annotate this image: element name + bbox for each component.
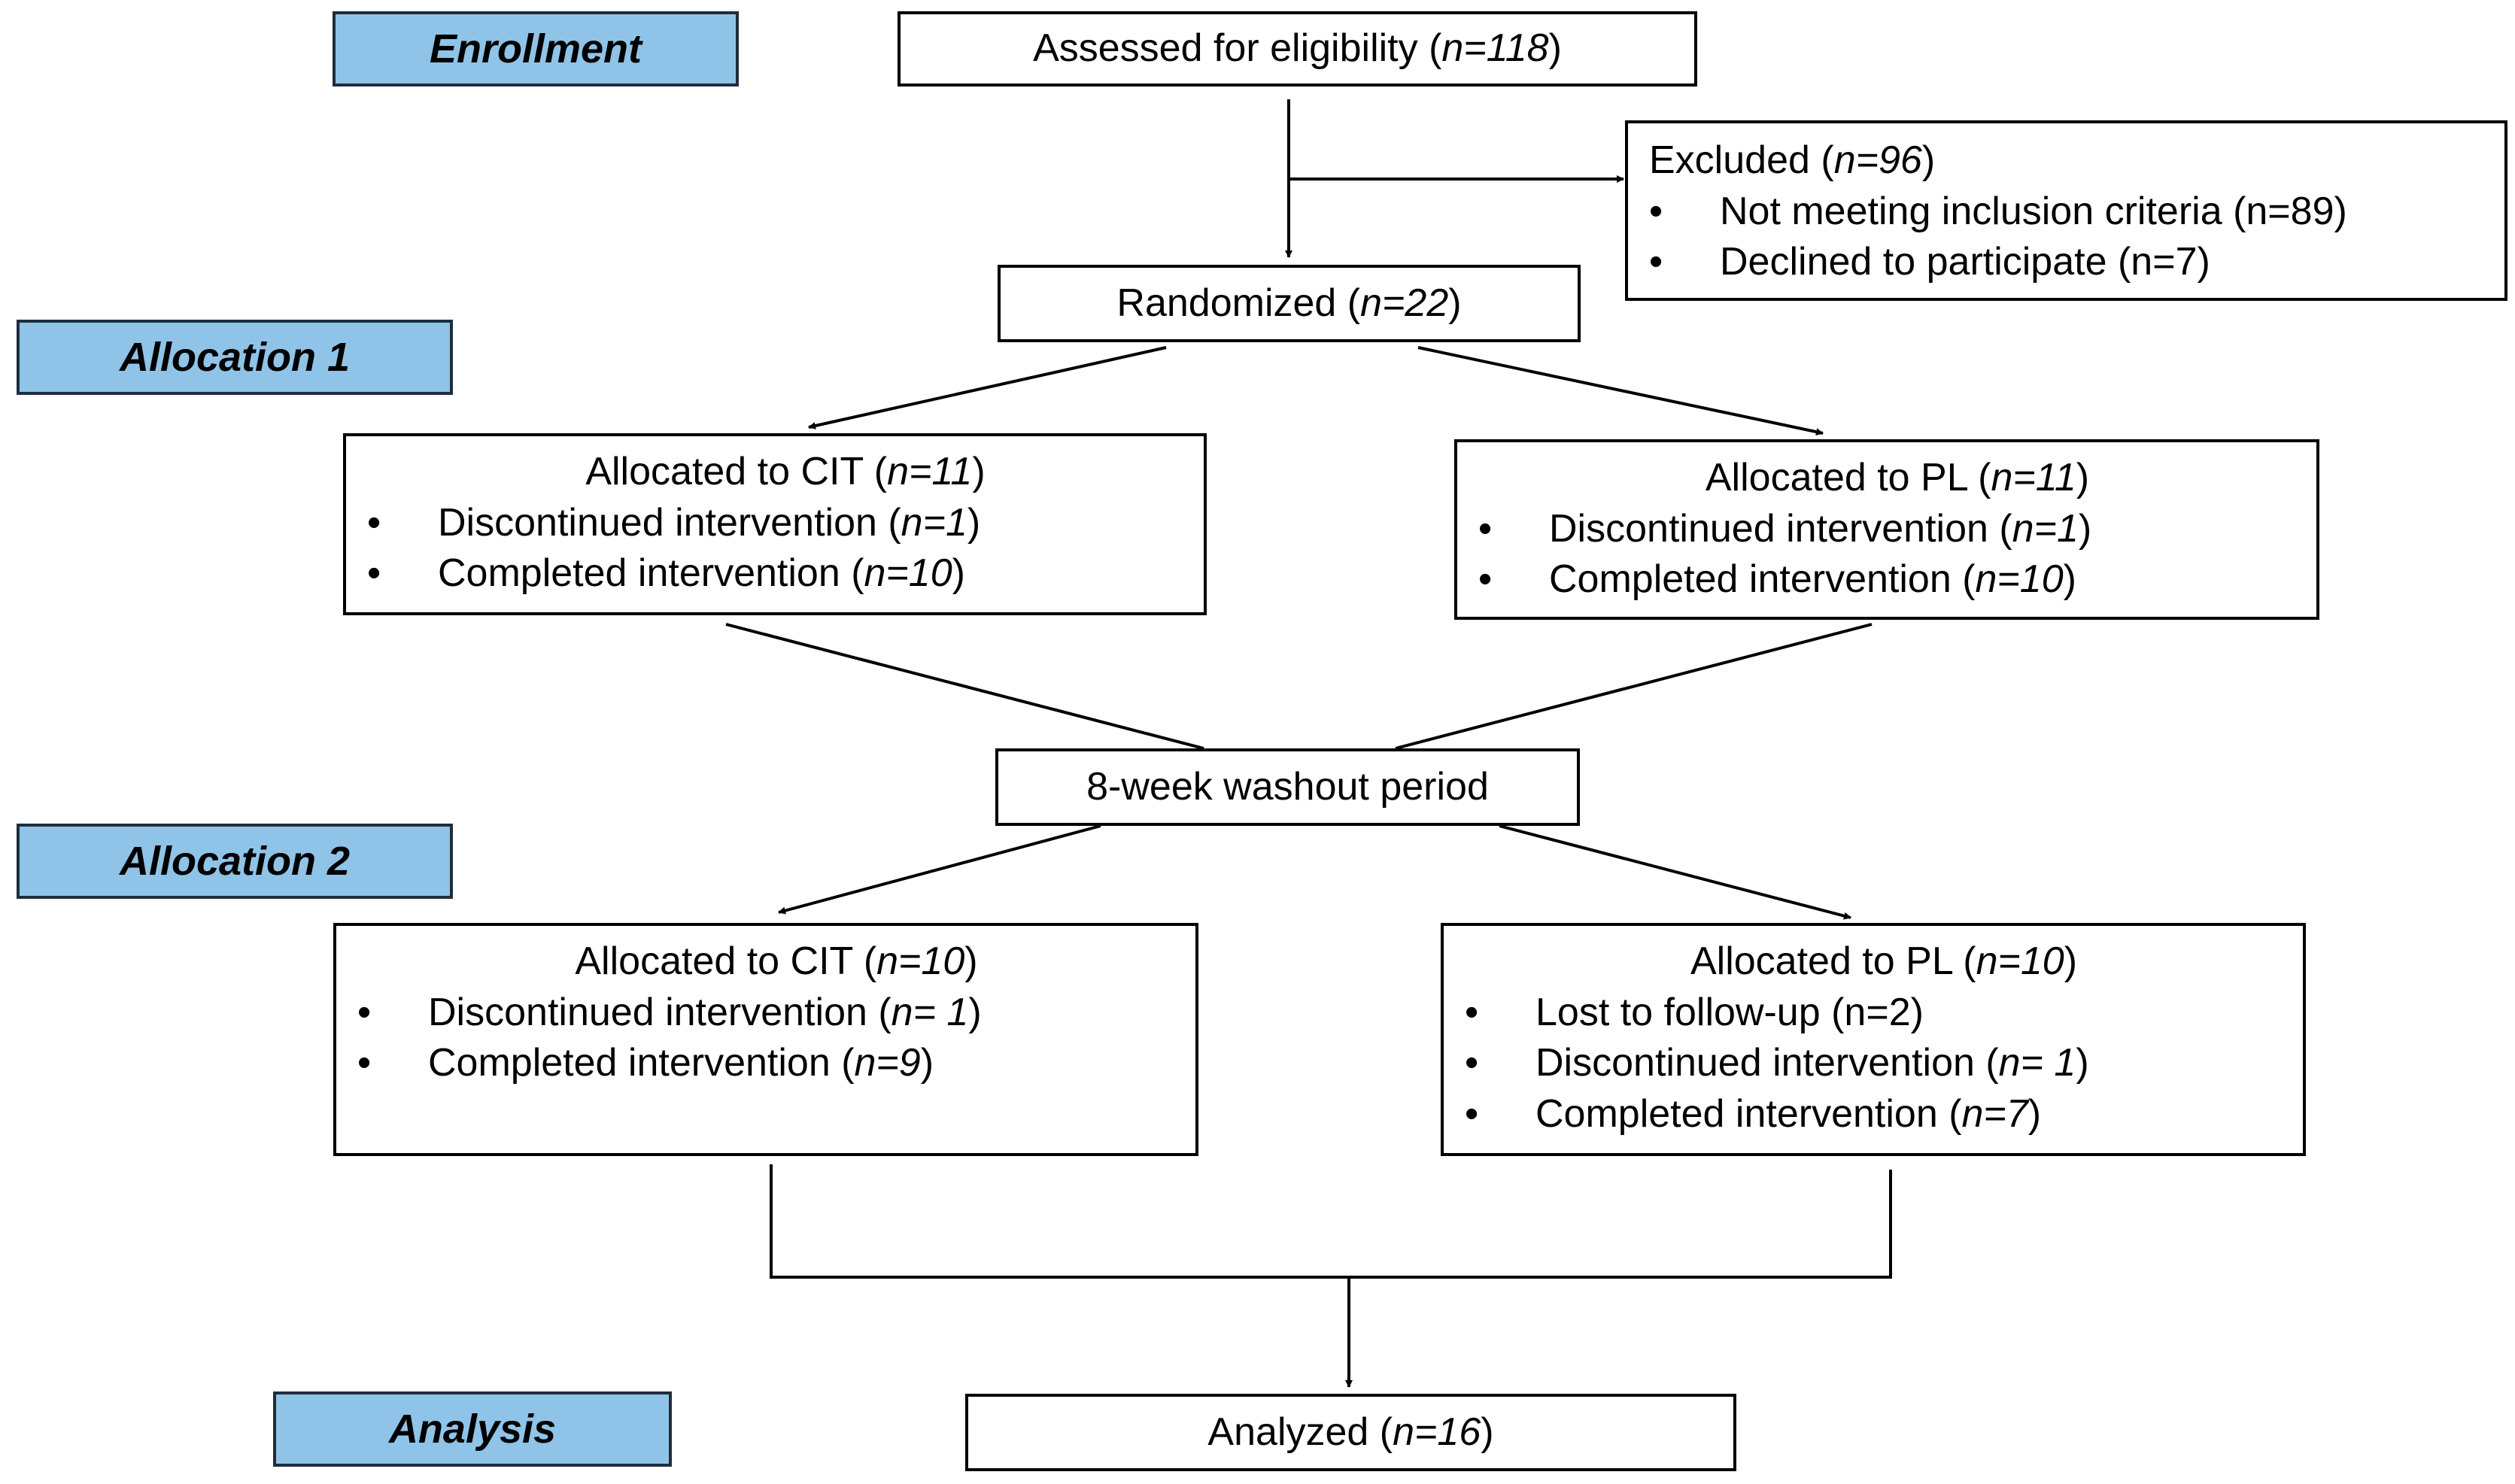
- alloc2-pl-title: Allocated to PL (n=10): [1690, 939, 2078, 983]
- excluded-item-inclusion: •Not meeting inclusion criteria (n=89): [1649, 189, 2347, 233]
- washout-text: 8-week washout period: [1086, 764, 1489, 809]
- box-randomized: Randomized (n=22): [998, 265, 1581, 342]
- alloc2-cit-completed: •Completed intervention (n=9): [357, 1041, 934, 1085]
- stage-label-allocation-1-text: Allocation 1: [119, 335, 351, 380]
- stage-label-allocation-2-text: Allocation 2: [119, 839, 351, 884]
- box-alloc2-cit: Allocated to CIT (n=10) •Discontinued in…: [333, 923, 1198, 1156]
- box-excluded: Excluded (n=96) •Not meeting inclusion c…: [1625, 120, 2507, 301]
- line-alloc1-pl-to-washout: [1395, 623, 1873, 750]
- line-alloc1-cit-to-washout: [725, 623, 1204, 750]
- arrow-randomized-to-alloc1-cit: [808, 346, 1167, 429]
- alloc1-cit-discontinued: •Discontinued intervention (n=1): [367, 500, 981, 545]
- randomized-text: Randomized (n=22): [1116, 281, 1462, 325]
- alloc2-pl-lost: •Lost to follow-up (n=2): [1465, 990, 1924, 1034]
- analyzed-text: Analyzed (n=16): [1207, 1410, 1494, 1454]
- excluded-title: Excluded (n=96): [1649, 138, 1936, 182]
- arrow-washout-to-alloc2-cit: [778, 824, 1101, 915]
- arrow-washout-to-alloc2-pl: [1499, 824, 1851, 920]
- alloc2-pl-completed: •Completed intervention (n=7): [1465, 1091, 2042, 1136]
- stage-label-allocation-2: Allocation 2: [17, 824, 453, 899]
- alloc1-pl-completed: •Completed intervention (n=10): [1478, 557, 2076, 602]
- box-assessed: Assessed for eligibility (n=118): [898, 11, 1697, 86]
- alloc2-cit-discontinued: •Discontinued intervention (n= 1): [357, 990, 982, 1034]
- alloc2-cit-title: Allocated to CIT (n=10): [575, 939, 978, 983]
- stage-label-enrollment-text: Enrollment: [429, 26, 642, 71]
- arrow-randomized-to-alloc1-pl: [1417, 346, 1824, 436]
- alloc1-cit-title: Allocated to CIT (n=11): [585, 450, 986, 493]
- excluded-item-declined: •Declined to participate (n=7): [1649, 240, 2210, 284]
- alloc2-pl-discontinued: •Discontinued intervention (n= 1): [1465, 1041, 2089, 1085]
- box-alloc1-pl: Allocated to PL (n=11) •Discontinued int…: [1454, 439, 2319, 620]
- box-analyzed: Analyzed (n=16): [965, 1394, 1736, 1471]
- stage-label-analysis-text: Analysis: [388, 1407, 557, 1452]
- alloc1-cit-completed: •Completed intervention (n=10): [367, 551, 965, 596]
- stage-label-analysis: Analysis: [273, 1391, 672, 1467]
- alloc1-pl-discontinued: •Discontinued intervention (n=1): [1478, 506, 2092, 551]
- alloc1-pl-title: Allocated to PL (n=11): [1705, 456, 2090, 499]
- assessed-text: Assessed for eligibility (n=118): [1033, 26, 1562, 71]
- box-washout: 8-week washout period: [995, 748, 1580, 826]
- stage-label-allocation-1: Allocation 1: [17, 320, 453, 395]
- box-alloc2-pl: Allocated to PL (n=10) •Lost to follow-u…: [1441, 923, 2306, 1156]
- stage-label-enrollment: Enrollment: [333, 11, 739, 86]
- box-alloc1-cit: Allocated to CIT (n=11) •Discontinued in…: [343, 433, 1207, 615]
